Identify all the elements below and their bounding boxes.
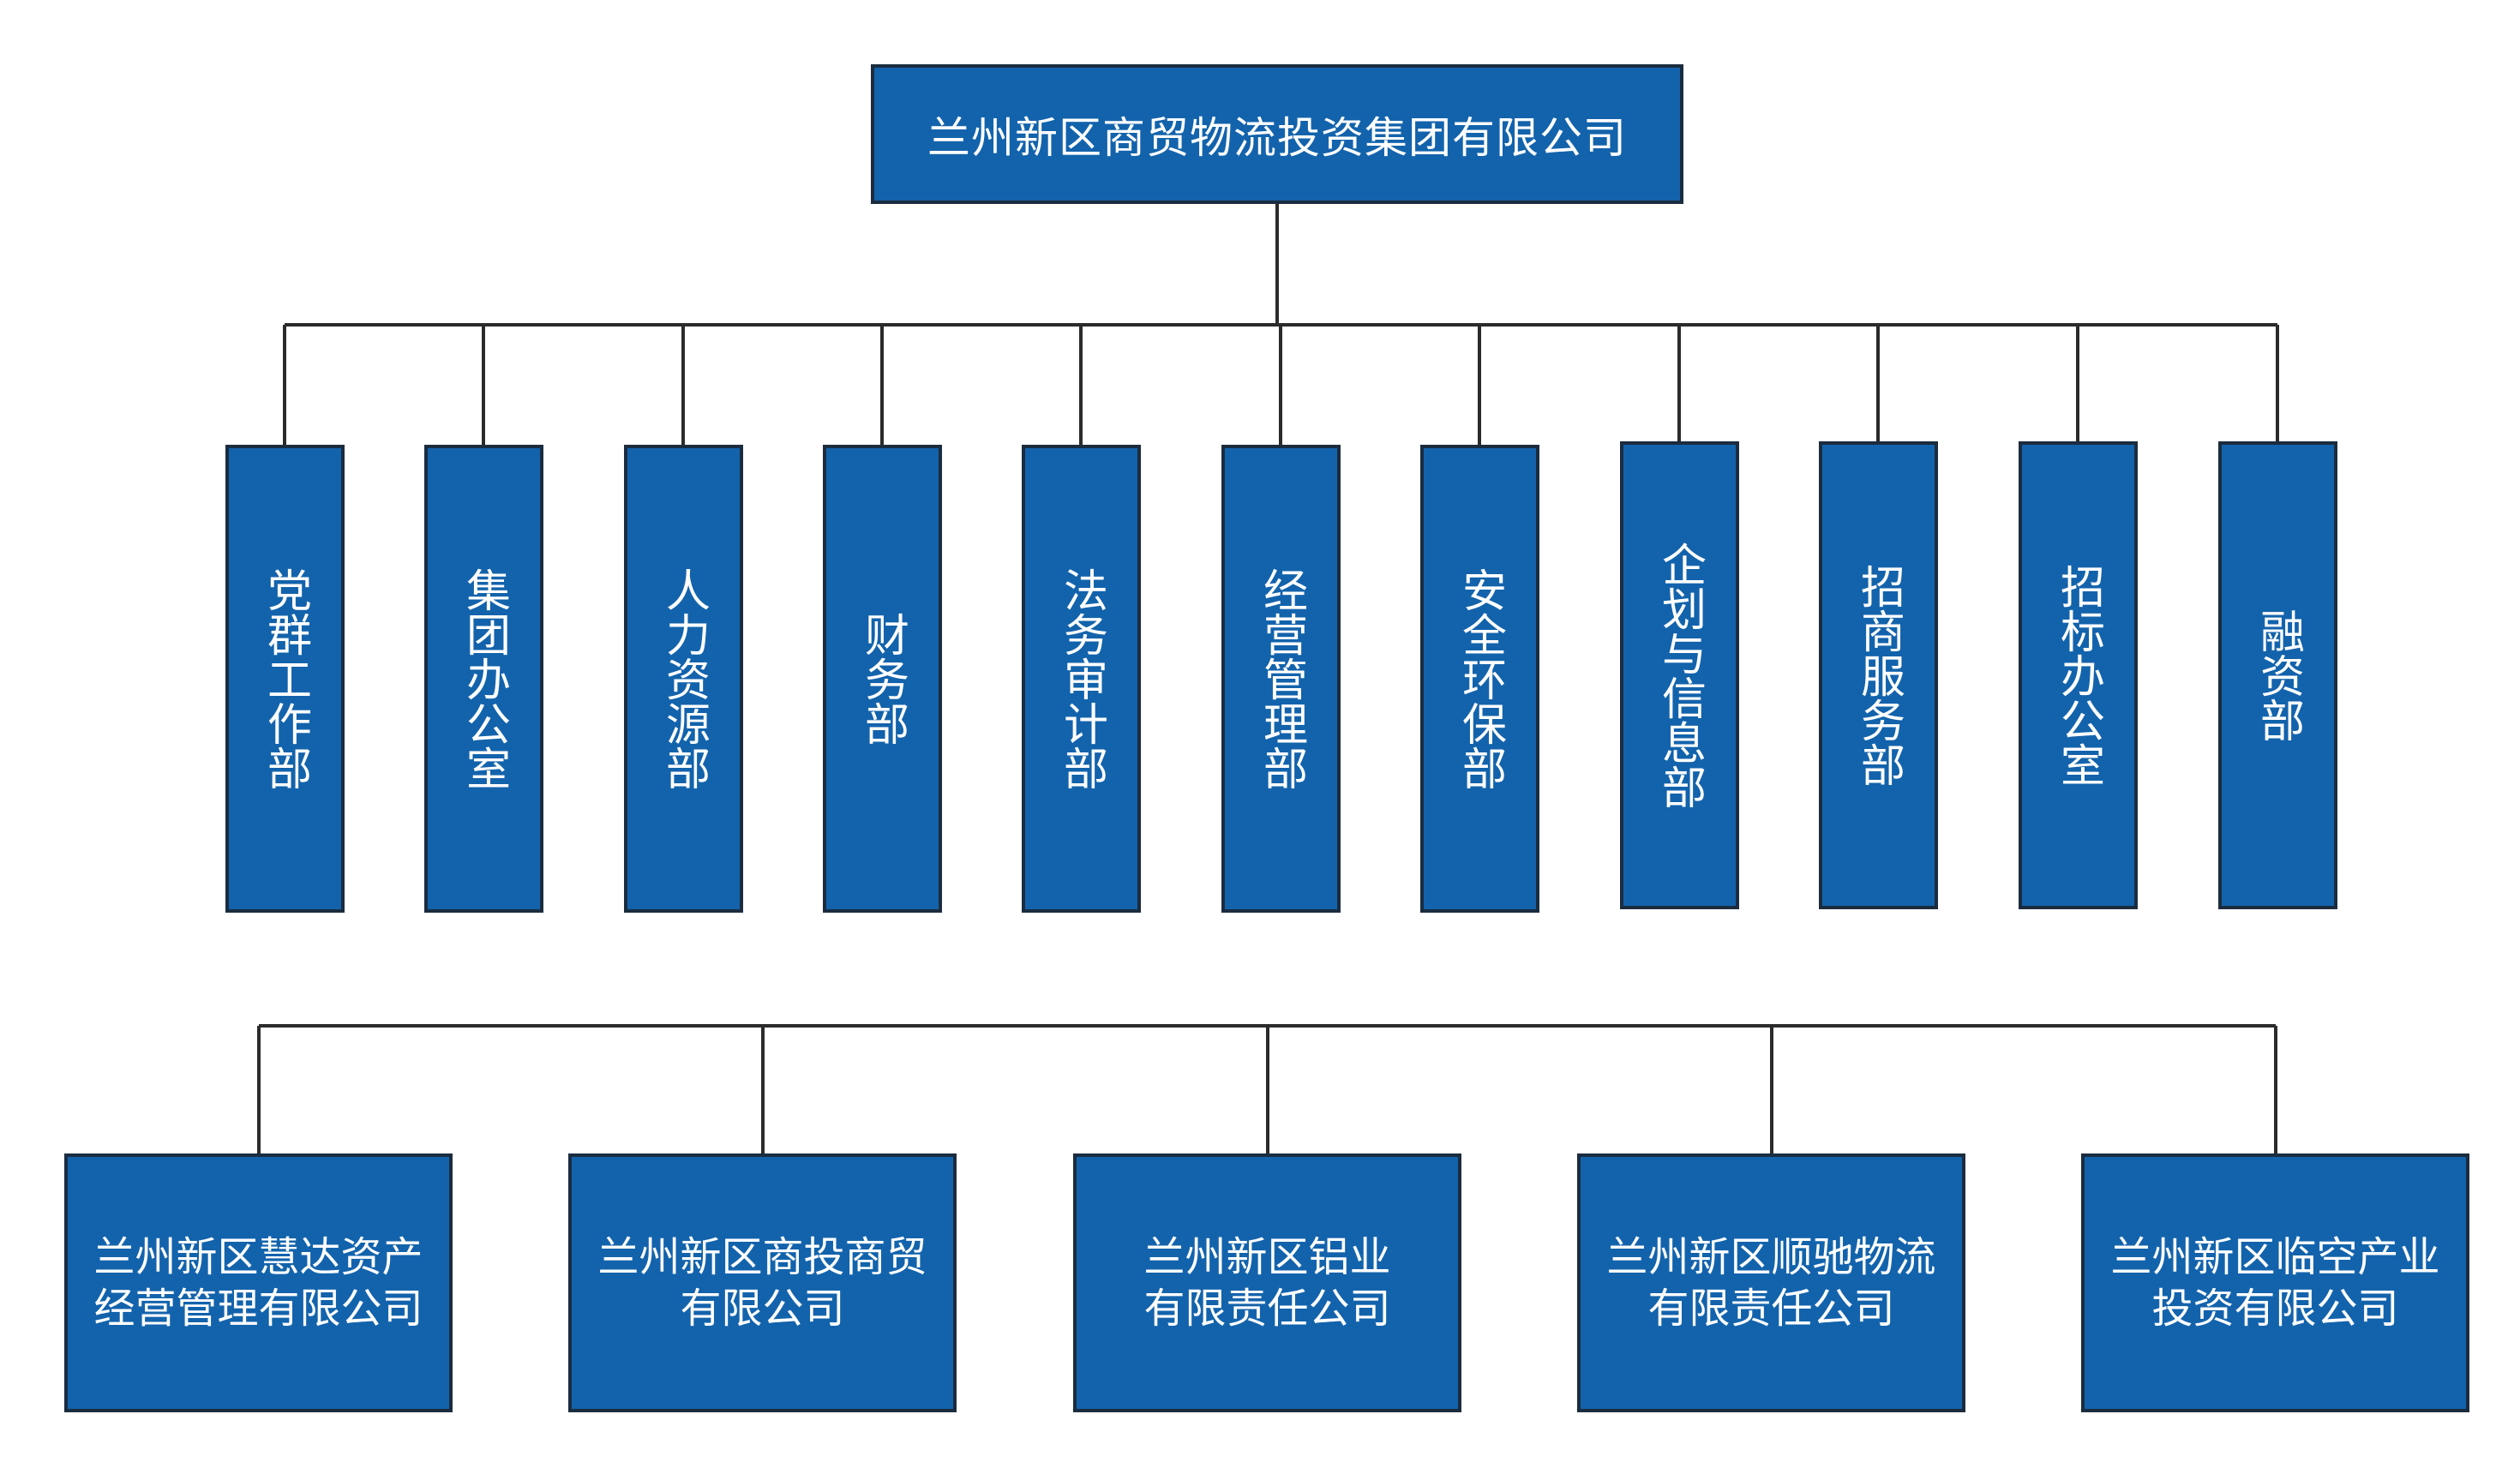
dept-label: 融资部 (2252, 608, 2304, 742)
dept-label: 经营管理部 (1255, 567, 1307, 790)
dept-label: 人力资源部 (657, 567, 710, 790)
dept-node: 招标办公室 (2019, 441, 2138, 909)
subsidiary-label: 兰州新区顺驰物流 有限责任公司 (1606, 1233, 1936, 1333)
dept-node: 企划与信息部 (1620, 441, 1739, 909)
dept-label: 党群工作部 (259, 567, 311, 790)
subsidiary-label: 兰州新区慧达资产 经营管理有限公司 (93, 1233, 423, 1333)
dept-node: 经营管理部 (1221, 445, 1341, 913)
subsidiary-node: 兰州新区临空产业 投资有限公司 (2081, 1153, 2469, 1412)
dept-label: 财务部 (856, 612, 909, 746)
dept-node: 招商服务部 (1819, 441, 1938, 909)
subsidiary-node: 兰州新区慧达资产 经营管理有限公司 (64, 1153, 453, 1412)
dept-label: 安全环保部 (1454, 567, 1506, 790)
dept-label: 招标办公室 (2052, 564, 2104, 787)
subsidiary-node: 兰州新区铝业 有限责任公司 (1073, 1153, 1461, 1412)
dept-node: 集团办公室 (424, 445, 543, 913)
dept-node: 人力资源部 (624, 445, 743, 913)
dept-node: 融资部 (2218, 441, 2337, 909)
dept-label: 法务审计部 (1055, 567, 1107, 790)
dept-node: 安全环保部 (1420, 445, 1539, 913)
subsidiary-label: 兰州新区临空产业 投资有限公司 (2110, 1233, 2440, 1333)
subsidiary-node: 兰州新区顺驰物流 有限责任公司 (1577, 1153, 1965, 1412)
dept-label: 招商服务部 (1852, 564, 1905, 787)
dept-label: 企划与信息部 (1653, 542, 1706, 809)
group-company-title: 兰州新区商贸物流投资集团有限公司 (927, 112, 1627, 163)
dept-label: 集团办公室 (458, 567, 510, 790)
group-company-node: 兰州新区商贸物流投资集团有限公司 (871, 64, 1683, 204)
dept-node: 法务审计部 (1022, 445, 1141, 913)
dept-node: 财务部 (823, 445, 942, 913)
subsidiary-label: 兰州新区铝业 有限责任公司 (1143, 1233, 1391, 1333)
subsidiary-node: 兰州新区商投商贸 有限公司 (568, 1153, 957, 1412)
dept-node: 党群工作部 (225, 445, 345, 913)
subsidiary-label: 兰州新区商投商贸 有限公司 (597, 1233, 927, 1333)
